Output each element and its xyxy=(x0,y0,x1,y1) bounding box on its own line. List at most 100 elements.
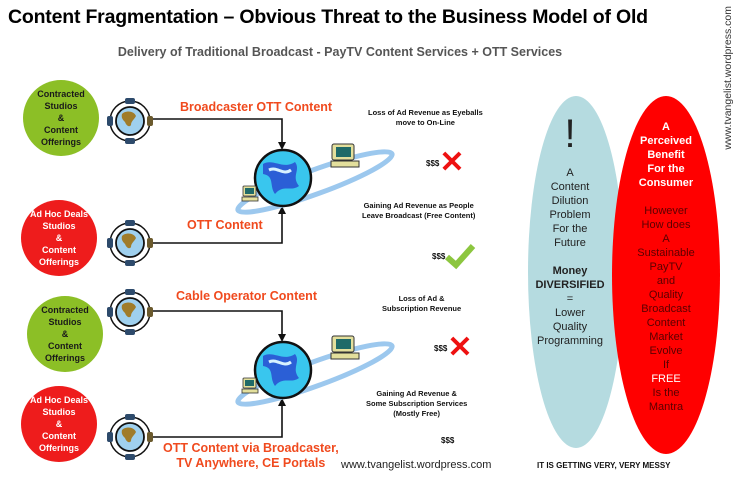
page-subtitle: Delivery of Traditional Broadcast - PayT… xyxy=(117,45,563,59)
impact-line: Some Subscription Services xyxy=(366,399,468,408)
money-label: $$$ xyxy=(434,343,448,353)
ellipse-line: Market xyxy=(649,331,683,343)
content-dilution-ellipse xyxy=(528,96,624,448)
impact-line: Leave Broadcast (Free Content) xyxy=(362,211,476,220)
source-line: Offerings xyxy=(44,353,85,363)
flow-label-ott: OTT Content xyxy=(187,218,263,232)
internet-globe-icon xyxy=(235,143,395,215)
money-label: $$$ xyxy=(432,251,446,261)
source-line: & xyxy=(55,419,63,429)
impact-line: Gaining Ad Revenue & xyxy=(376,389,457,398)
footer-messy-note: IT IS GETTING VERY, VERY MESSY xyxy=(537,461,671,470)
satellite-globe-icon xyxy=(107,98,153,144)
source-line: Content xyxy=(42,245,76,255)
source-line: Studios xyxy=(42,407,76,417)
flow-label-ott-via-broadcaster: OTT Content via Broadcaster, TV Anywhere… xyxy=(163,441,339,471)
source-line: & xyxy=(55,233,63,243)
ellipse-line: Programming xyxy=(536,335,604,347)
impact-money-2: $$$ xyxy=(432,243,476,270)
ellipse-bold-line: Money xyxy=(552,265,588,277)
source-line: Content xyxy=(47,341,82,351)
ellipse-line: Quality xyxy=(552,321,588,333)
ellipse-line: Is the xyxy=(652,387,680,399)
computer-icon-small xyxy=(241,377,259,394)
connector-bottom-lower xyxy=(153,404,283,438)
satellite-globe-icon xyxy=(107,220,153,266)
exclamation-icon: ! xyxy=(564,112,576,156)
source-line: Studios xyxy=(42,221,76,231)
ellipse-headline-line: Consumer xyxy=(638,177,694,189)
source-line: Studios xyxy=(48,317,82,327)
impact-line: Subscription Revenue xyxy=(382,304,462,313)
ellipse-line: Lower xyxy=(555,307,585,319)
ellipse-line: Quality xyxy=(648,289,684,301)
ellipse-line: PayTV xyxy=(649,261,683,273)
ellipse-line: Evolve xyxy=(649,345,683,357)
source-line: Ad Hoc Deals xyxy=(29,395,89,405)
ellipse-bold-line: DIVERSIFIED xyxy=(535,279,605,291)
arrow-down-icon xyxy=(278,142,286,150)
source-line: Content xyxy=(43,125,78,135)
perceived-benefit-text: A Perceived Benefit For the Consumer How… xyxy=(612,120,720,414)
source-circle-adhoc-2: Ad Hoc Deals Studios & Content Offerings xyxy=(21,386,97,462)
ellipse-line: Sustainable xyxy=(637,247,695,259)
source-line: Studios xyxy=(44,101,78,111)
source-line: & xyxy=(61,329,69,339)
perceived-benefit-ellipse xyxy=(612,96,720,454)
connector-bottom-upper xyxy=(153,310,283,336)
source-line: Offerings xyxy=(38,443,79,453)
content-dilution-text: ! A Content Dilution Problem For the Fut… xyxy=(528,112,612,348)
ellipse-line: How does xyxy=(641,219,691,231)
ellipse-line: Problem xyxy=(549,209,591,221)
source-circle-adhoc-1: Ad Hoc Deals Studios & Content Offerings xyxy=(21,200,97,276)
green-check-icon xyxy=(445,243,476,270)
red-x-icon: ✕ xyxy=(447,331,473,364)
page-title: Content Fragmentation – Obvious Threat t… xyxy=(8,6,648,28)
computer-icon-large xyxy=(330,335,360,360)
connector-top-lower xyxy=(153,212,283,244)
impact-line: move to On-Line xyxy=(395,118,455,127)
connector-top-upper xyxy=(153,118,283,144)
ellipse-line: Mantra xyxy=(648,401,684,413)
ellipse-line: Content xyxy=(550,181,590,193)
impact-money-3: $$$ ✕ xyxy=(434,333,473,363)
ellipse-headline-line: A xyxy=(662,121,670,133)
source-line: Content xyxy=(42,431,76,441)
flow-label-cable-operator: Cable Operator Content xyxy=(176,289,317,303)
ellipse-line: and xyxy=(656,275,676,287)
computer-icon-large xyxy=(330,143,360,168)
money-label-4: $$$ xyxy=(441,436,455,445)
ellipse-line: If xyxy=(662,359,670,371)
arrow-up-icon xyxy=(278,398,286,406)
ellipse-free-word: FREE xyxy=(651,373,681,385)
impact-line: (Mostly Free) xyxy=(393,409,440,418)
ellipse-headline-line: For the xyxy=(647,163,685,175)
ellipse-line: Future xyxy=(554,237,586,249)
ellipse-line: However xyxy=(644,205,688,217)
red-x-icon: ✕ xyxy=(439,146,465,179)
arrow-up-icon xyxy=(278,206,286,214)
source-circle-contracted-2: Contracted Studios & Content Offerings xyxy=(27,296,103,372)
source-line: Contracted xyxy=(37,89,85,99)
arrow-down-icon xyxy=(278,334,286,342)
ellipse-headline-line: Benefit xyxy=(647,149,685,161)
flow-label-line: OTT Content via Broadcaster, xyxy=(163,441,339,455)
source-circle-contracted-1: Contracted Studios & Content Offerings xyxy=(23,80,99,156)
computer-icon-small xyxy=(241,185,259,202)
ellipse-line: For the xyxy=(552,223,588,235)
ellipse-line: Content xyxy=(646,317,686,329)
source-line: Offerings xyxy=(38,257,79,267)
impact-note-2: Gaining Ad Revenue as People Leave Broad… xyxy=(362,201,475,221)
ellipse-line: A xyxy=(566,167,574,179)
ellipse-line: Dilution xyxy=(551,195,589,207)
impact-money-1: $$$ ✕ xyxy=(426,148,465,178)
money-label: $$$ xyxy=(426,158,440,168)
source-line: Ad Hoc Deals xyxy=(29,209,89,219)
source-line: Offerings xyxy=(40,137,81,147)
impact-line: Gaining Ad Revenue as People xyxy=(363,201,474,210)
impact-note-4: Gaining Ad Revenue & Some Subscription S… xyxy=(366,389,467,419)
source-line: Contracted xyxy=(41,305,89,315)
satellite-globe-icon xyxy=(107,414,153,460)
equals-sign: = xyxy=(566,293,574,305)
ellipse-line: Broadcast xyxy=(641,303,691,315)
